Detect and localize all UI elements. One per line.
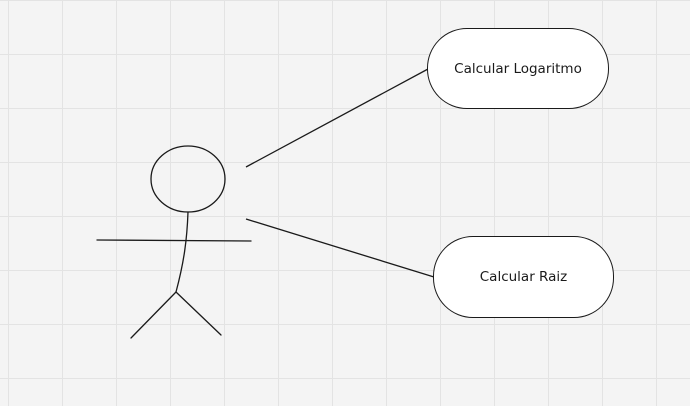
association-line-raiz[interactable] — [245, 218, 435, 278]
actor-head — [150, 145, 226, 213]
actor-stick-figure[interactable] — [96, 145, 252, 339]
actor-left-leg — [130, 291, 177, 339]
use-case-label: Calcular Raiz — [479, 269, 568, 285]
association-line-logaritmo[interactable] — [245, 68, 429, 168]
use-case-label: Calcular Logaritmo — [454, 60, 582, 77]
actor-right-leg — [175, 291, 222, 336]
use-case-calcular-raiz[interactable]: Calcular Raiz — [433, 236, 614, 318]
actor-body — [175, 211, 189, 293]
actor-arms — [96, 239, 252, 242]
use-case-calcular-logaritmo[interactable]: Calcular Logaritmo — [427, 28, 609, 109]
